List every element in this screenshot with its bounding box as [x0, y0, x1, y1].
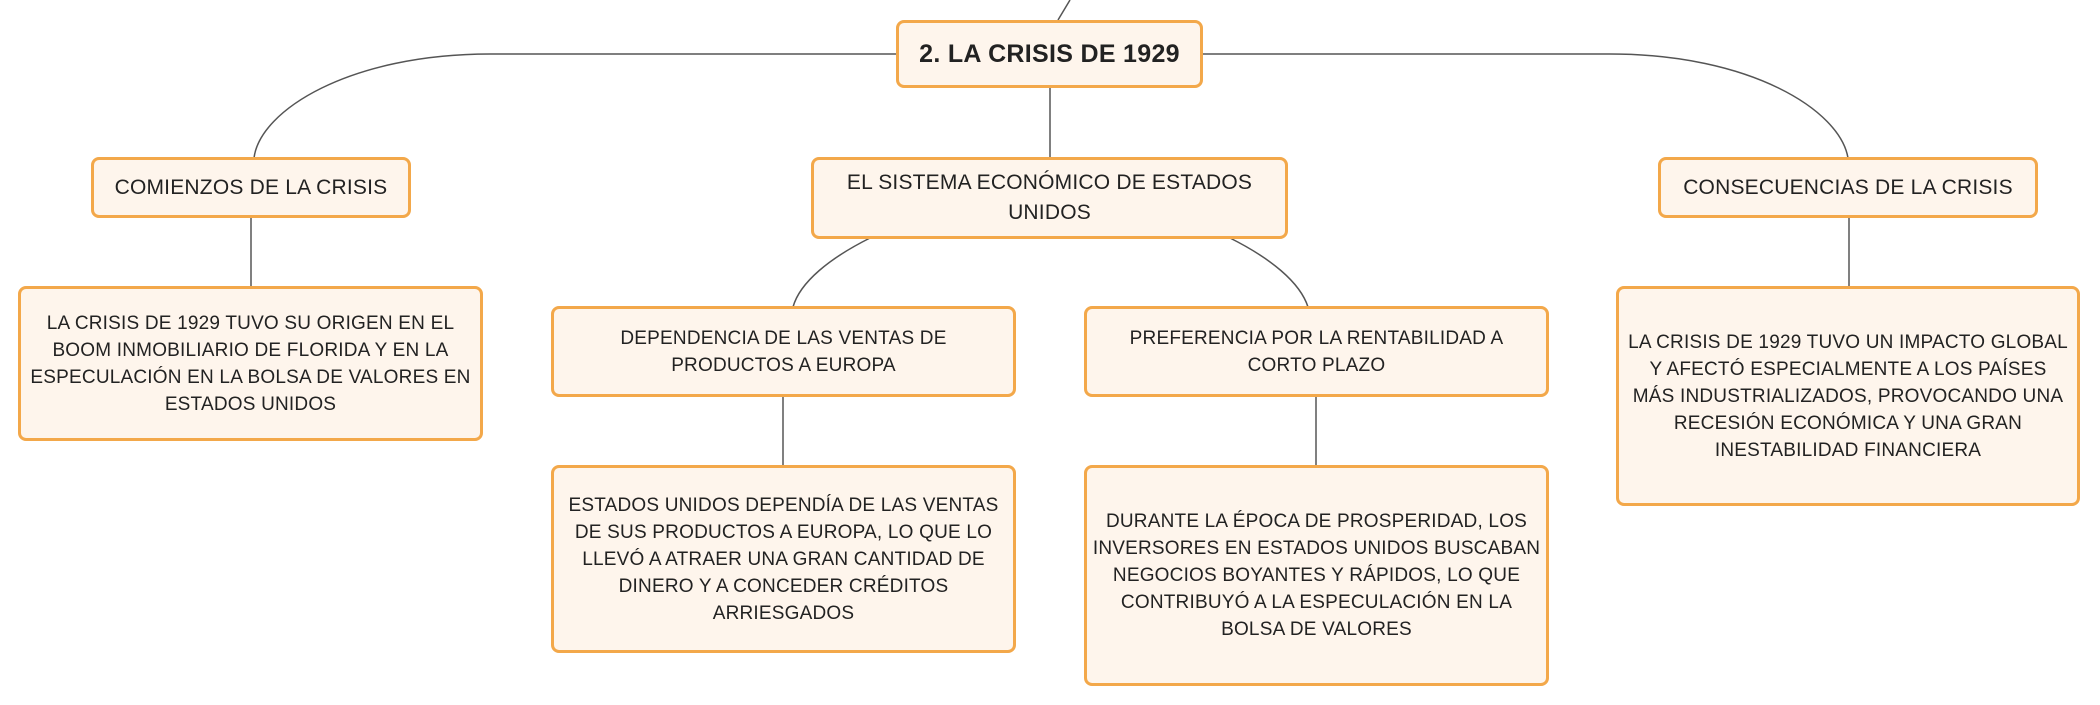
- consecuencias-detail-text: LA CRISIS DE 1929 TUVO UN IMPACTO GLOBAL…: [1628, 331, 2068, 461]
- preferencia-detail-text: DURANTE LA ÉPOCA DE PROSPERIDAD, LOS INV…: [1092, 511, 1541, 640]
- connector-parent-root: [1057, 0, 1071, 21]
- sistema-node-label: EL SISTEMA ECONÓMICO DE ESTADOS UNIDOS: [846, 171, 1253, 224]
- consecuencias-node-label: CONSECUENCIAS DE LA CRISIS: [1683, 175, 2013, 199]
- connector-root-consecuencias: [1203, 53, 1849, 159]
- root-node-label: 2. LA CRISIS DE 1929: [919, 39, 1180, 68]
- preferencia-detail-node[interactable]: DURANTE LA ÉPOCA DE PROSPERIDAD, LOS INV…: [1084, 465, 1549, 686]
- dependencia-node[interactable]: DEPENDENCIA DE LAS VENTAS DE PRODUCTOS A…: [551, 306, 1016, 397]
- connector-root-comienzos: [253, 53, 897, 159]
- comienzos-detail-node[interactable]: LA CRISIS DE 1929 TUVO SU ORIGEN EN EL B…: [18, 286, 483, 441]
- dependencia-detail-node[interactable]: ESTADOS UNIDOS DEPENDÍA DE LAS VENTAS DE…: [551, 465, 1016, 653]
- comienzos-node[interactable]: COMIENZOS DE LA CRISIS: [91, 157, 411, 218]
- consecuencias-detail-node[interactable]: LA CRISIS DE 1929 TUVO UN IMPACTO GLOBAL…: [1616, 286, 2080, 506]
- connector-sistema-dependencia: [792, 237, 871, 308]
- comienzos-node-label: COMIENZOS DE LA CRISIS: [114, 175, 388, 199]
- preferencia-node-label: PREFERENCIA POR LA RENTABILIDAD A CORTO …: [1129, 327, 1504, 376]
- comienzos-detail-text: LA CRISIS DE 1929 TUVO SU ORIGEN EN EL B…: [30, 312, 471, 415]
- dependencia-detail-text: ESTADOS UNIDOS DEPENDÍA DE LAS VENTAS DE…: [568, 494, 999, 624]
- connector-sistema-preferencia: [1229, 237, 1309, 308]
- root-node[interactable]: 2. LA CRISIS DE 1929: [896, 20, 1203, 88]
- consecuencias-node[interactable]: CONSECUENCIAS DE LA CRISIS: [1658, 157, 2038, 218]
- sistema-node[interactable]: EL SISTEMA ECONÓMICO DE ESTADOS UNIDOS: [811, 157, 1288, 239]
- dependencia-node-label: DEPENDENCIA DE LAS VENTAS DE PRODUCTOS A…: [620, 327, 947, 376]
- preferencia-node[interactable]: PREFERENCIA POR LA RENTABILIDAD A CORTO …: [1084, 306, 1549, 397]
